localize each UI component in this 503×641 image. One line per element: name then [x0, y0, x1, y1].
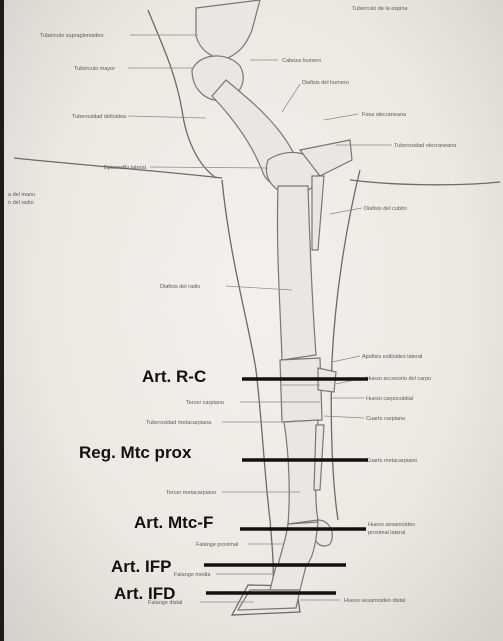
- label-tuberosidad-olecraneana: Tuberosidad olecraneana: [394, 143, 457, 149]
- label-tercer-carpiano: Tercer carpiano: [186, 400, 224, 406]
- middle-phalanx: [270, 566, 306, 590]
- label-diafisis-radio: Diafisis del radio: [160, 284, 200, 290]
- joint-label-art-ifp: Art. IFP: [111, 557, 171, 576]
- label-tuberosidad-metacarpiana: Tuberosidad metacarpiana: [146, 420, 212, 426]
- scapula-bone: [196, 0, 260, 58]
- belly-contour: [350, 180, 500, 185]
- label-diafisis-cubito: Diafisis del cubito: [364, 206, 407, 212]
- label-falange-proximal: Falange proximal: [196, 542, 238, 548]
- label-apofisis-estiloides: Apofisis estiloides lateral: [362, 354, 422, 360]
- label-cabeza-humero: Cabeza humero: [282, 58, 321, 64]
- label-cuarto-metacarpiano: Cuarto metacarpiano: [366, 458, 417, 464]
- label-diafisis-humero: Diafisis del humero: [302, 80, 349, 86]
- label-tercer-metacarpiano: Tercer metacarpiano: [166, 490, 216, 496]
- joint-label-reg-mtc-prox: Reg. Mtc prox: [79, 443, 192, 462]
- label-hueso-carpocubital: Hueso carpocubital: [366, 396, 413, 402]
- label-tuberculo-mayor: Tubérculo mayor: [74, 66, 115, 72]
- splint-bone: [314, 425, 324, 490]
- leg-front-contour: [222, 180, 273, 600]
- carpal-bones: [280, 358, 322, 422]
- leg-back-contour: [331, 170, 360, 520]
- label-hueso-sesamoideo-distal: Hueso sesamoideo distal: [344, 598, 405, 604]
- metacarpal-bone: [284, 420, 318, 524]
- label-fosa-olecraneana: Fosa olecraneana: [362, 112, 407, 118]
- joint-label-art-rc: Art. R-C: [142, 367, 206, 386]
- label-hueso-sesamoideo-proximal-2: proximal lateral: [368, 530, 405, 536]
- ulna-bone: [312, 176, 324, 250]
- label-tuberosidad-deltoidea: Tuberosidad deltoidea: [72, 114, 127, 120]
- label-epicondilo-lateral: Epicondilo lateral: [104, 165, 146, 171]
- label-tuberculo-escapula: Tubérculo de la espina: [352, 6, 408, 12]
- margin-text-1: a del manu: [8, 192, 35, 198]
- margin-text-2: n del radio: [8, 200, 34, 206]
- joint-label-art-mtc-f: Art. Mtc-F: [134, 513, 213, 532]
- label-hueso-sesamoideo-proximal-1: Hueso sesamoideo: [368, 522, 415, 528]
- label-falange-media: Falange media: [174, 572, 211, 578]
- label-cuarto-carpiano: Cuarto carpiano: [366, 416, 405, 422]
- label-hueso-accesorio: Hueso accesorio del carpo: [366, 376, 431, 382]
- joint-label-art-ifd: Art. IFD: [114, 584, 175, 603]
- label-tuberculo-supraglenoideo: Tubérculo supraglenoideo: [40, 33, 103, 39]
- radius-bone: [277, 186, 316, 360]
